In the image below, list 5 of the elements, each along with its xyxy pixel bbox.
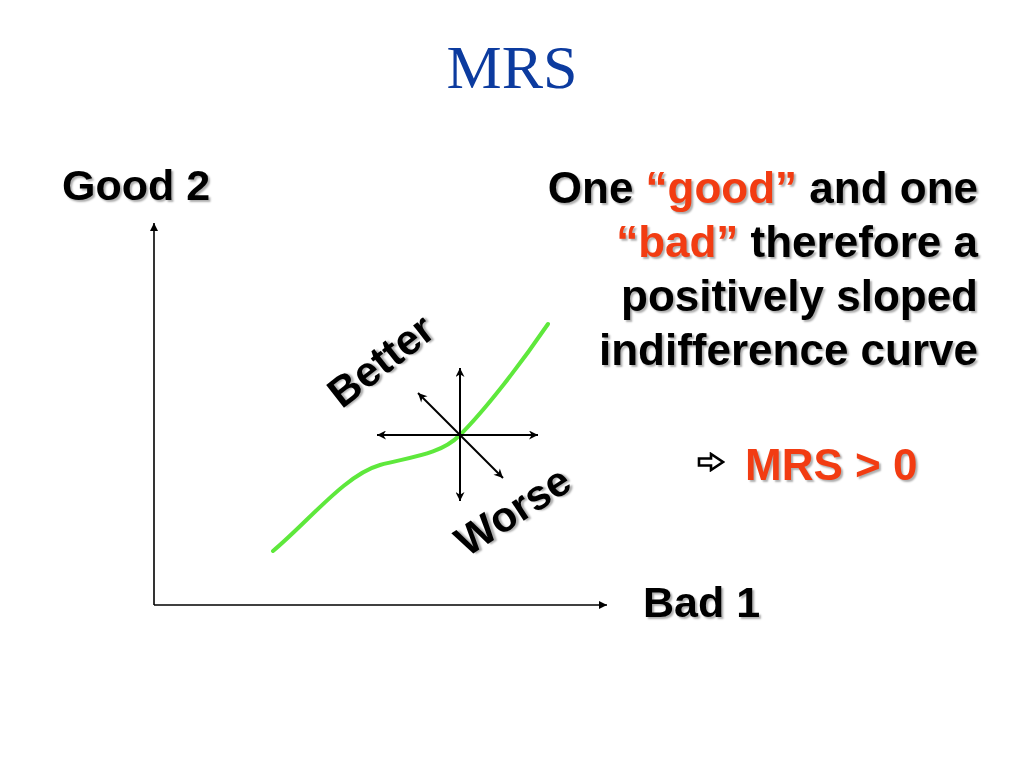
axis-label: Good 2 <box>62 164 211 207</box>
result-text: MRS > 0 <box>745 443 918 487</box>
axis-label: Bad 1 <box>643 581 761 624</box>
slide-title: MRS <box>446 36 578 98</box>
note-text: One “good” and one “bad” therefore a positively sloped indifference curve <box>546 162 978 376</box>
